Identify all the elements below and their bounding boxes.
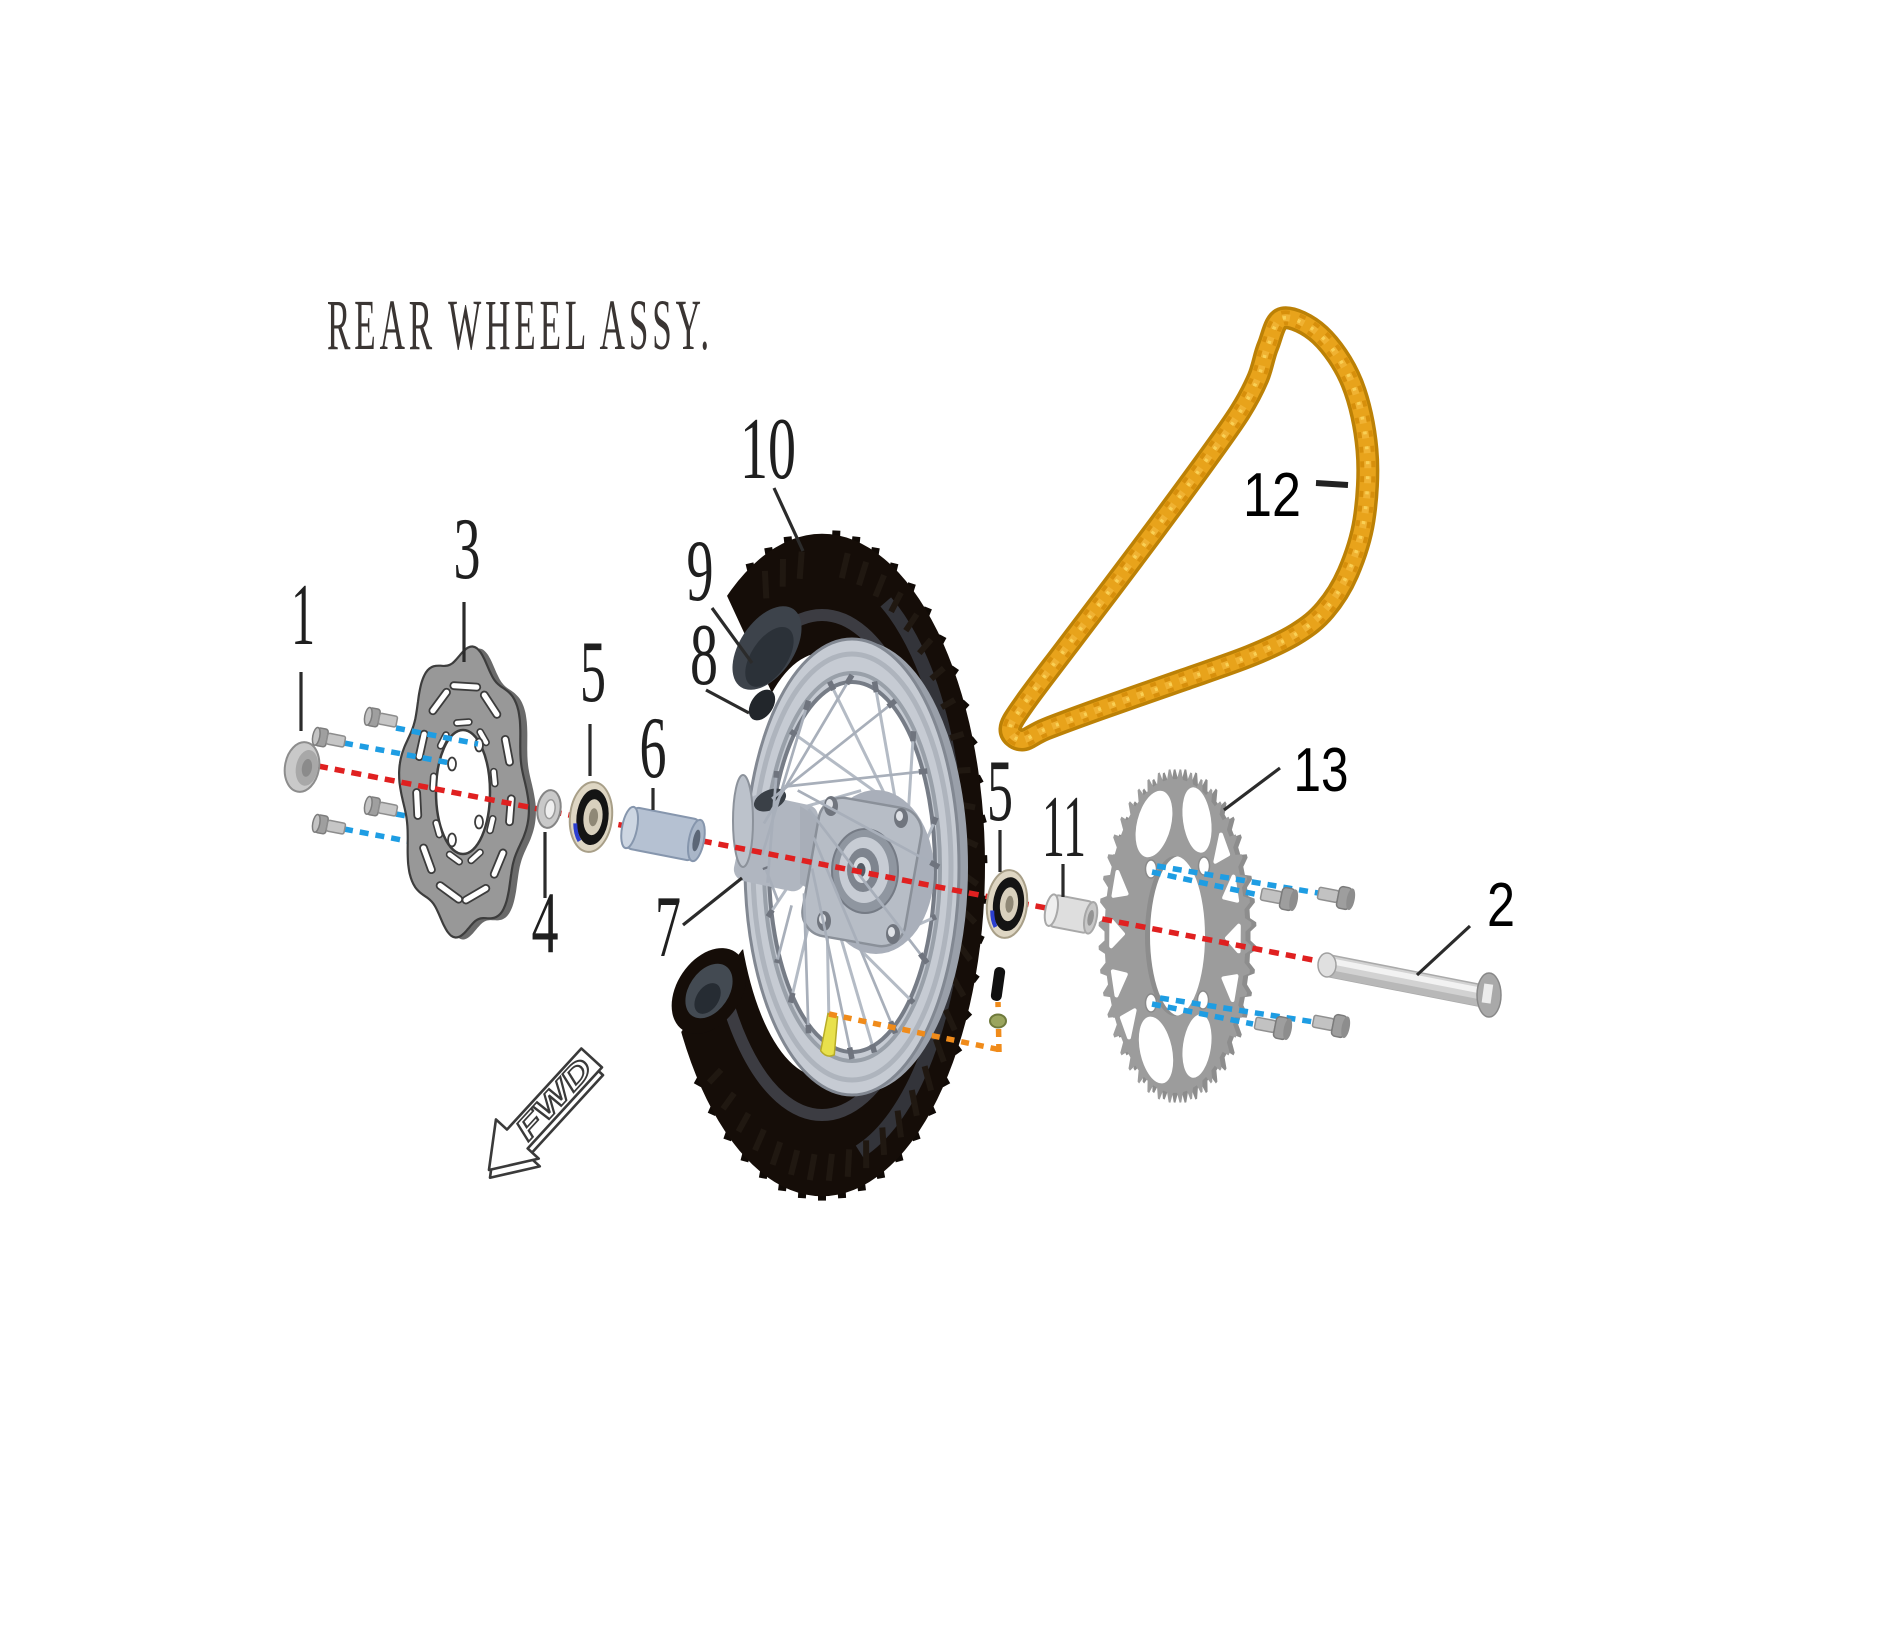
svg-text:5: 5	[987, 743, 1013, 840]
svg-text:7: 7	[655, 879, 681, 976]
svg-text:8: 8	[690, 607, 718, 704]
svg-text:REAR WHEEL ASSY.: REAR WHEEL ASSY.	[327, 285, 713, 365]
svg-text:9: 9	[687, 523, 714, 620]
svg-text:2: 2	[1487, 871, 1515, 940]
svg-text:5: 5	[580, 624, 606, 721]
svg-text:11: 11	[1042, 779, 1086, 876]
svg-text:13: 13	[1294, 736, 1349, 805]
svg-text:4: 4	[532, 875, 559, 972]
svg-text:12: 12	[1243, 461, 1301, 530]
svg-text:10: 10	[740, 401, 796, 498]
svg-text:3: 3	[454, 501, 481, 598]
svg-text:1: 1	[291, 567, 315, 664]
svg-text:6: 6	[640, 700, 667, 797]
